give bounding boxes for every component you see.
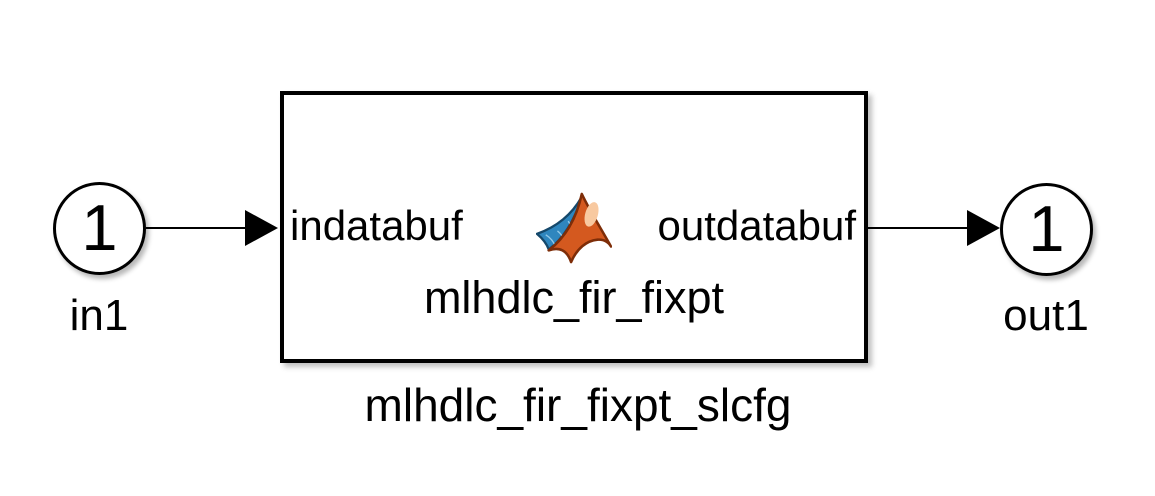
inport-name-label[interactable]: in1: [69, 291, 129, 340]
inport-number: 1: [81, 191, 118, 264]
outport-number: 1: [1028, 192, 1065, 265]
matlab-function-block[interactable]: indatabuf outdatabuf mlhdlc_fir_fixpt: [280, 91, 868, 363]
matlab-logo-icon: [536, 192, 612, 264]
outport-name-label[interactable]: out1: [1003, 291, 1089, 340]
input-signal-line[interactable]: [146, 227, 250, 229]
matlab-logo-highlight: [584, 202, 599, 227]
block-output-port-label: outdatabuf: [657, 202, 856, 249]
block-input-port-label: indatabuf: [290, 202, 463, 249]
block-caption[interactable]: mlhdlc_fir_fixpt_slcfg: [364, 379, 792, 431]
inport-block[interactable]: 1: [53, 182, 146, 275]
input-arrowhead-icon: [245, 210, 278, 246]
outport-block[interactable]: 1: [1000, 183, 1093, 276]
output-arrowhead-icon: [967, 210, 1000, 246]
block-title: mlhdlc_fir_fixpt: [423, 272, 725, 323]
output-signal-line[interactable]: [864, 227, 970, 229]
matlab-logo-orange-body: [547, 192, 612, 264]
